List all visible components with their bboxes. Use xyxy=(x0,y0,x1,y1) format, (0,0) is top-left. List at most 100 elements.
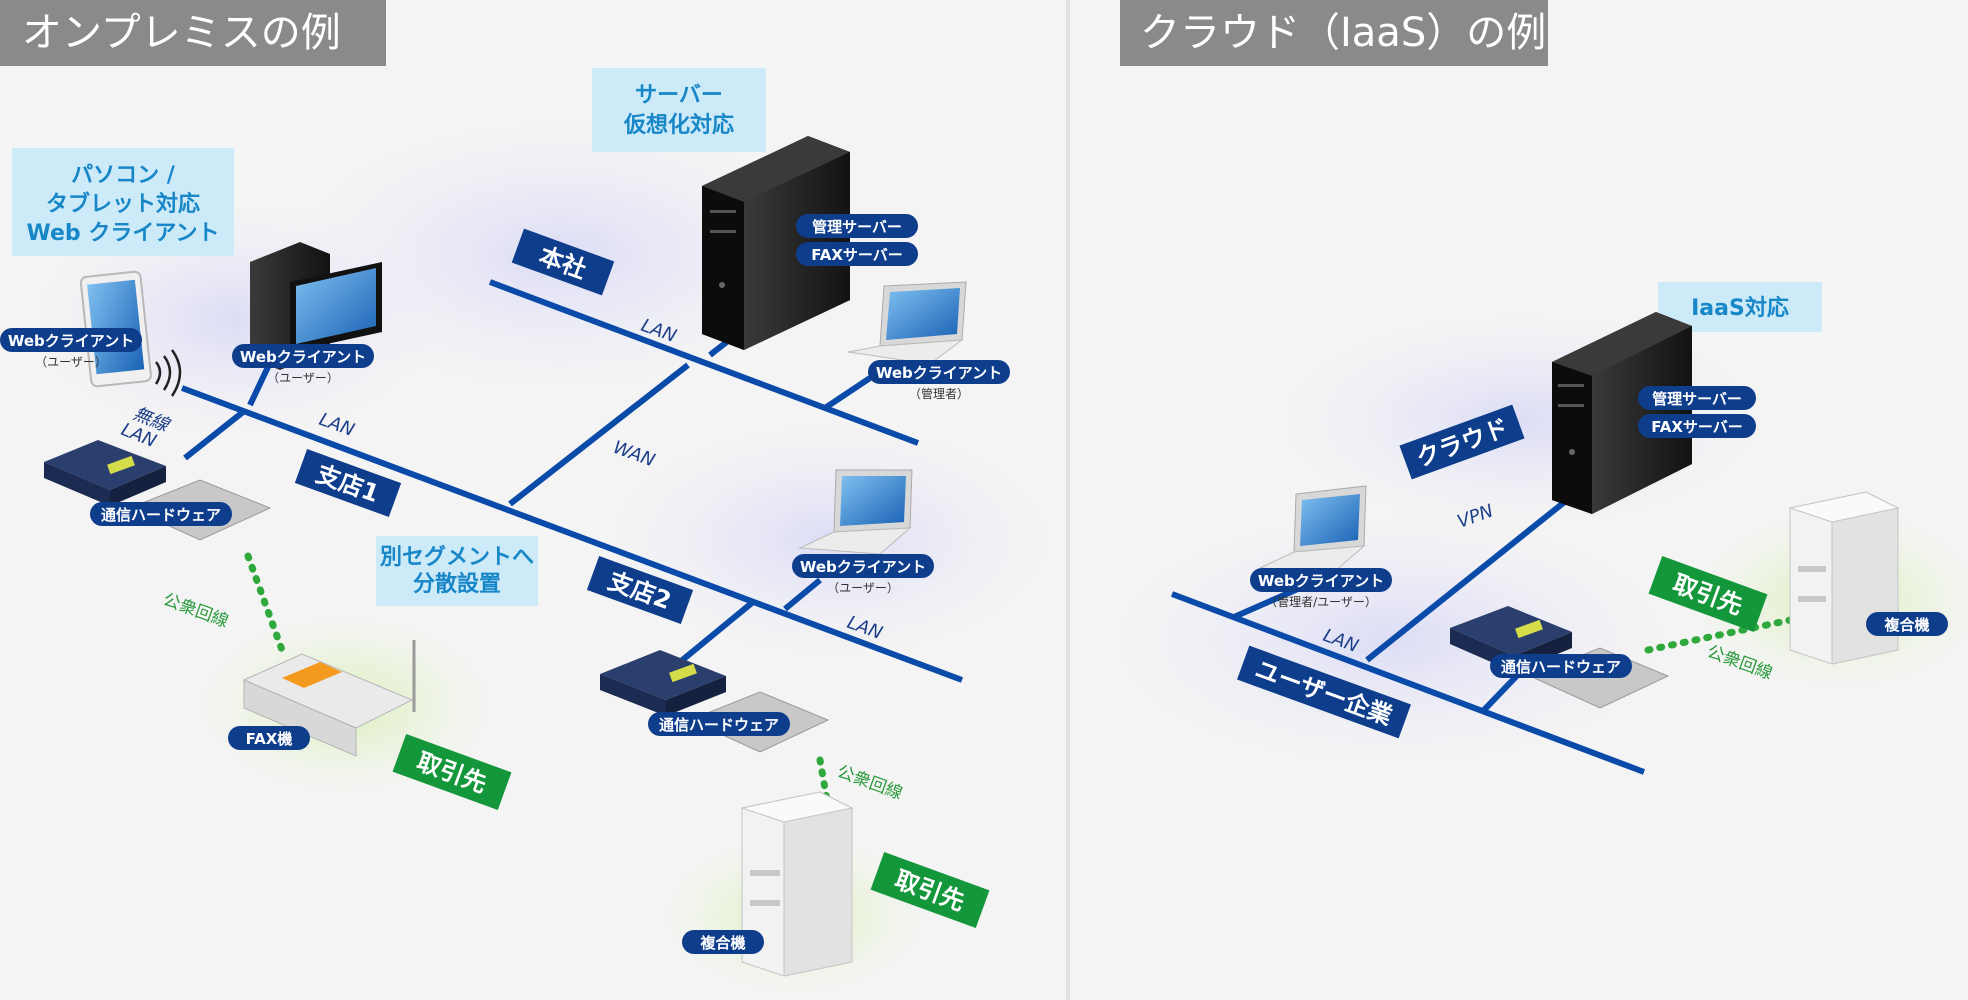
badge-hq-bg xyxy=(511,228,615,296)
pill-hq-fax-server-text: FAXサーバー xyxy=(811,246,903,264)
onprem-section: オンプレミスの例 LAN LAN WAN LAN 無線 LAN 公衆回線 xyxy=(0,0,1060,995)
callout-pc-tablet-line3: Web クライアント xyxy=(27,221,220,246)
public-line-fax xyxy=(244,552,286,654)
cloud-laptop-screen xyxy=(1300,494,1360,546)
pill-pc-client-sub: （ユーザー） xyxy=(267,371,339,385)
branch1-router-front xyxy=(44,462,110,506)
vpn-line xyxy=(1365,493,1574,663)
hq-laptop-screen xyxy=(886,288,960,340)
cloud-mfp-device xyxy=(1788,491,1900,665)
hq-server-led xyxy=(719,282,725,288)
callout-segment-line2: 分散設置 xyxy=(413,571,501,597)
user-lan-line xyxy=(1170,591,1646,775)
onprem-mfp-device xyxy=(740,791,854,977)
pill-pc-client xyxy=(232,344,374,368)
cloud-router-top xyxy=(1450,606,1572,656)
cloud-server-slot-2 xyxy=(1558,404,1584,407)
pill-fax-machine-text: FAX機 xyxy=(246,730,293,748)
cloud-section: クラウド（IaaS）の例 VPN LAN 公衆回線 IaaS対応 xyxy=(1100,0,1968,775)
pill-cloud-mgmt-server-text: 管理サーバー xyxy=(1652,390,1742,408)
branch1-hw-drop xyxy=(183,409,245,461)
pill-cloud-mfp xyxy=(1866,612,1948,636)
wan-label: WAN xyxy=(610,437,657,471)
cloud-mfp-tray-1 xyxy=(1798,566,1826,572)
callout-segment-bg xyxy=(376,536,538,606)
onprem-mfp-tray-1 xyxy=(750,870,780,876)
badge-branch1: 支店1 xyxy=(294,448,402,518)
pill-cloud-fax-server-text: FAXサーバー xyxy=(1651,418,1743,436)
hq-lan-line xyxy=(488,279,920,446)
wireless-wave-icon xyxy=(154,349,182,397)
branch2-hw-drop xyxy=(678,599,755,665)
hq-server-top xyxy=(702,136,850,202)
public-line-label-fax: 公衆回線 xyxy=(160,590,231,632)
pill-hq-fax-server xyxy=(796,242,918,266)
cloud-server-led xyxy=(1569,449,1575,455)
cloud-title-bg xyxy=(1120,0,1548,66)
callout-iaas-text: IaaS対応 xyxy=(1691,295,1789,321)
pill-tablet-client-text: Webクライアント xyxy=(8,332,134,350)
pill-cloud-comm-hw xyxy=(1490,654,1632,678)
pill-cloud-comm-hw-text: 通信ハードウェア xyxy=(1501,658,1621,676)
pill-hq-laptop-client xyxy=(868,360,1010,384)
pill-tablet-client-sub: （ユーザー） xyxy=(35,355,107,369)
cloud-mfp-side xyxy=(1831,507,1899,665)
fax-display xyxy=(282,662,342,688)
pill-branch2-laptop-client-text: Webクライアント xyxy=(800,558,926,576)
pill-fax-machine xyxy=(228,726,310,750)
cloud-mfp-tray-2 xyxy=(1798,596,1826,602)
onprem-mfp-top xyxy=(740,791,854,823)
desktop-pc-device xyxy=(250,242,382,370)
pill-cloud-mfp-text: 複合機 xyxy=(1883,616,1929,634)
pill-cloud-laptop-client-sub: （管理者/ユーザー） xyxy=(1265,594,1377,609)
branch2-laptop-device xyxy=(798,469,913,555)
pill-hq-mgmt-server-text: 管理サーバー xyxy=(812,218,902,236)
onprem-title-bg xyxy=(0,0,386,66)
cloud-server-top xyxy=(1552,312,1692,376)
branch-lan-line xyxy=(180,385,964,683)
pill-hq-laptop-client-sub: （管理者） xyxy=(909,386,969,401)
public-line-label-mfp: 公衆回線 xyxy=(834,762,905,804)
onprem-mfp-side xyxy=(783,807,853,977)
badge-user-company-bg xyxy=(1237,645,1411,739)
callout-segment-line1: 別セグメントへ xyxy=(380,544,534,570)
hq-server-slot-1 xyxy=(710,210,736,213)
pill-onprem-mfp-text: 複合機 xyxy=(699,934,745,952)
branch2-router-display xyxy=(669,663,697,683)
hq-server-slot-2 xyxy=(710,230,736,233)
pill-branch2-laptop-client-sub: （ユーザー） xyxy=(827,581,899,595)
cloud-title: クラウド（IaaS）の例 xyxy=(1140,10,1546,56)
callout-pc-tablet-bg xyxy=(12,148,234,256)
pill-branch1-comm-hw-text: 通信ハードウェア xyxy=(101,506,221,524)
pill-branch2-comm-hw-text: 通信ハードウェア xyxy=(659,716,779,734)
pc-monitor-screen xyxy=(296,268,376,344)
callout-server-line2: 仮想化対応 xyxy=(623,112,734,138)
branch2-laptop-base xyxy=(798,527,912,555)
pill-cloud-laptop-client xyxy=(1250,568,1392,592)
badge-branch2-bg xyxy=(586,555,694,625)
branch2-comm-hw xyxy=(600,650,830,753)
badge-partner-fax-bg xyxy=(392,734,512,810)
onprem-title: オンプレミスの例 xyxy=(22,10,341,56)
wan-line xyxy=(508,362,690,507)
pill-branch1-comm-hw xyxy=(90,502,232,526)
cloud-server-slot-1 xyxy=(1558,384,1584,387)
pill-pc-client-text: Webクライアント xyxy=(240,348,366,366)
badge-partner-cloud-bg xyxy=(1648,556,1768,632)
branch2-router-top xyxy=(600,650,726,700)
pill-branch2-laptop-client xyxy=(792,554,934,578)
pill-cloud-laptop-client-text: Webクライアント xyxy=(1258,572,1384,590)
public-line-cloud xyxy=(1644,614,1804,654)
cloud-mfp-top xyxy=(1788,491,1900,523)
callout-server-virtual-bg xyxy=(592,68,766,152)
hq-server-face xyxy=(702,186,744,350)
branch1-router-top xyxy=(44,440,166,490)
hq-server-device xyxy=(702,136,850,350)
hq-laptop-device xyxy=(847,281,967,365)
branch2-laptop-screen xyxy=(840,476,906,526)
branch2-router-front xyxy=(600,674,666,716)
fax-body-front xyxy=(243,679,357,757)
onprem-mfp-tray-2 xyxy=(750,900,780,906)
branch2-router-side xyxy=(666,676,726,716)
